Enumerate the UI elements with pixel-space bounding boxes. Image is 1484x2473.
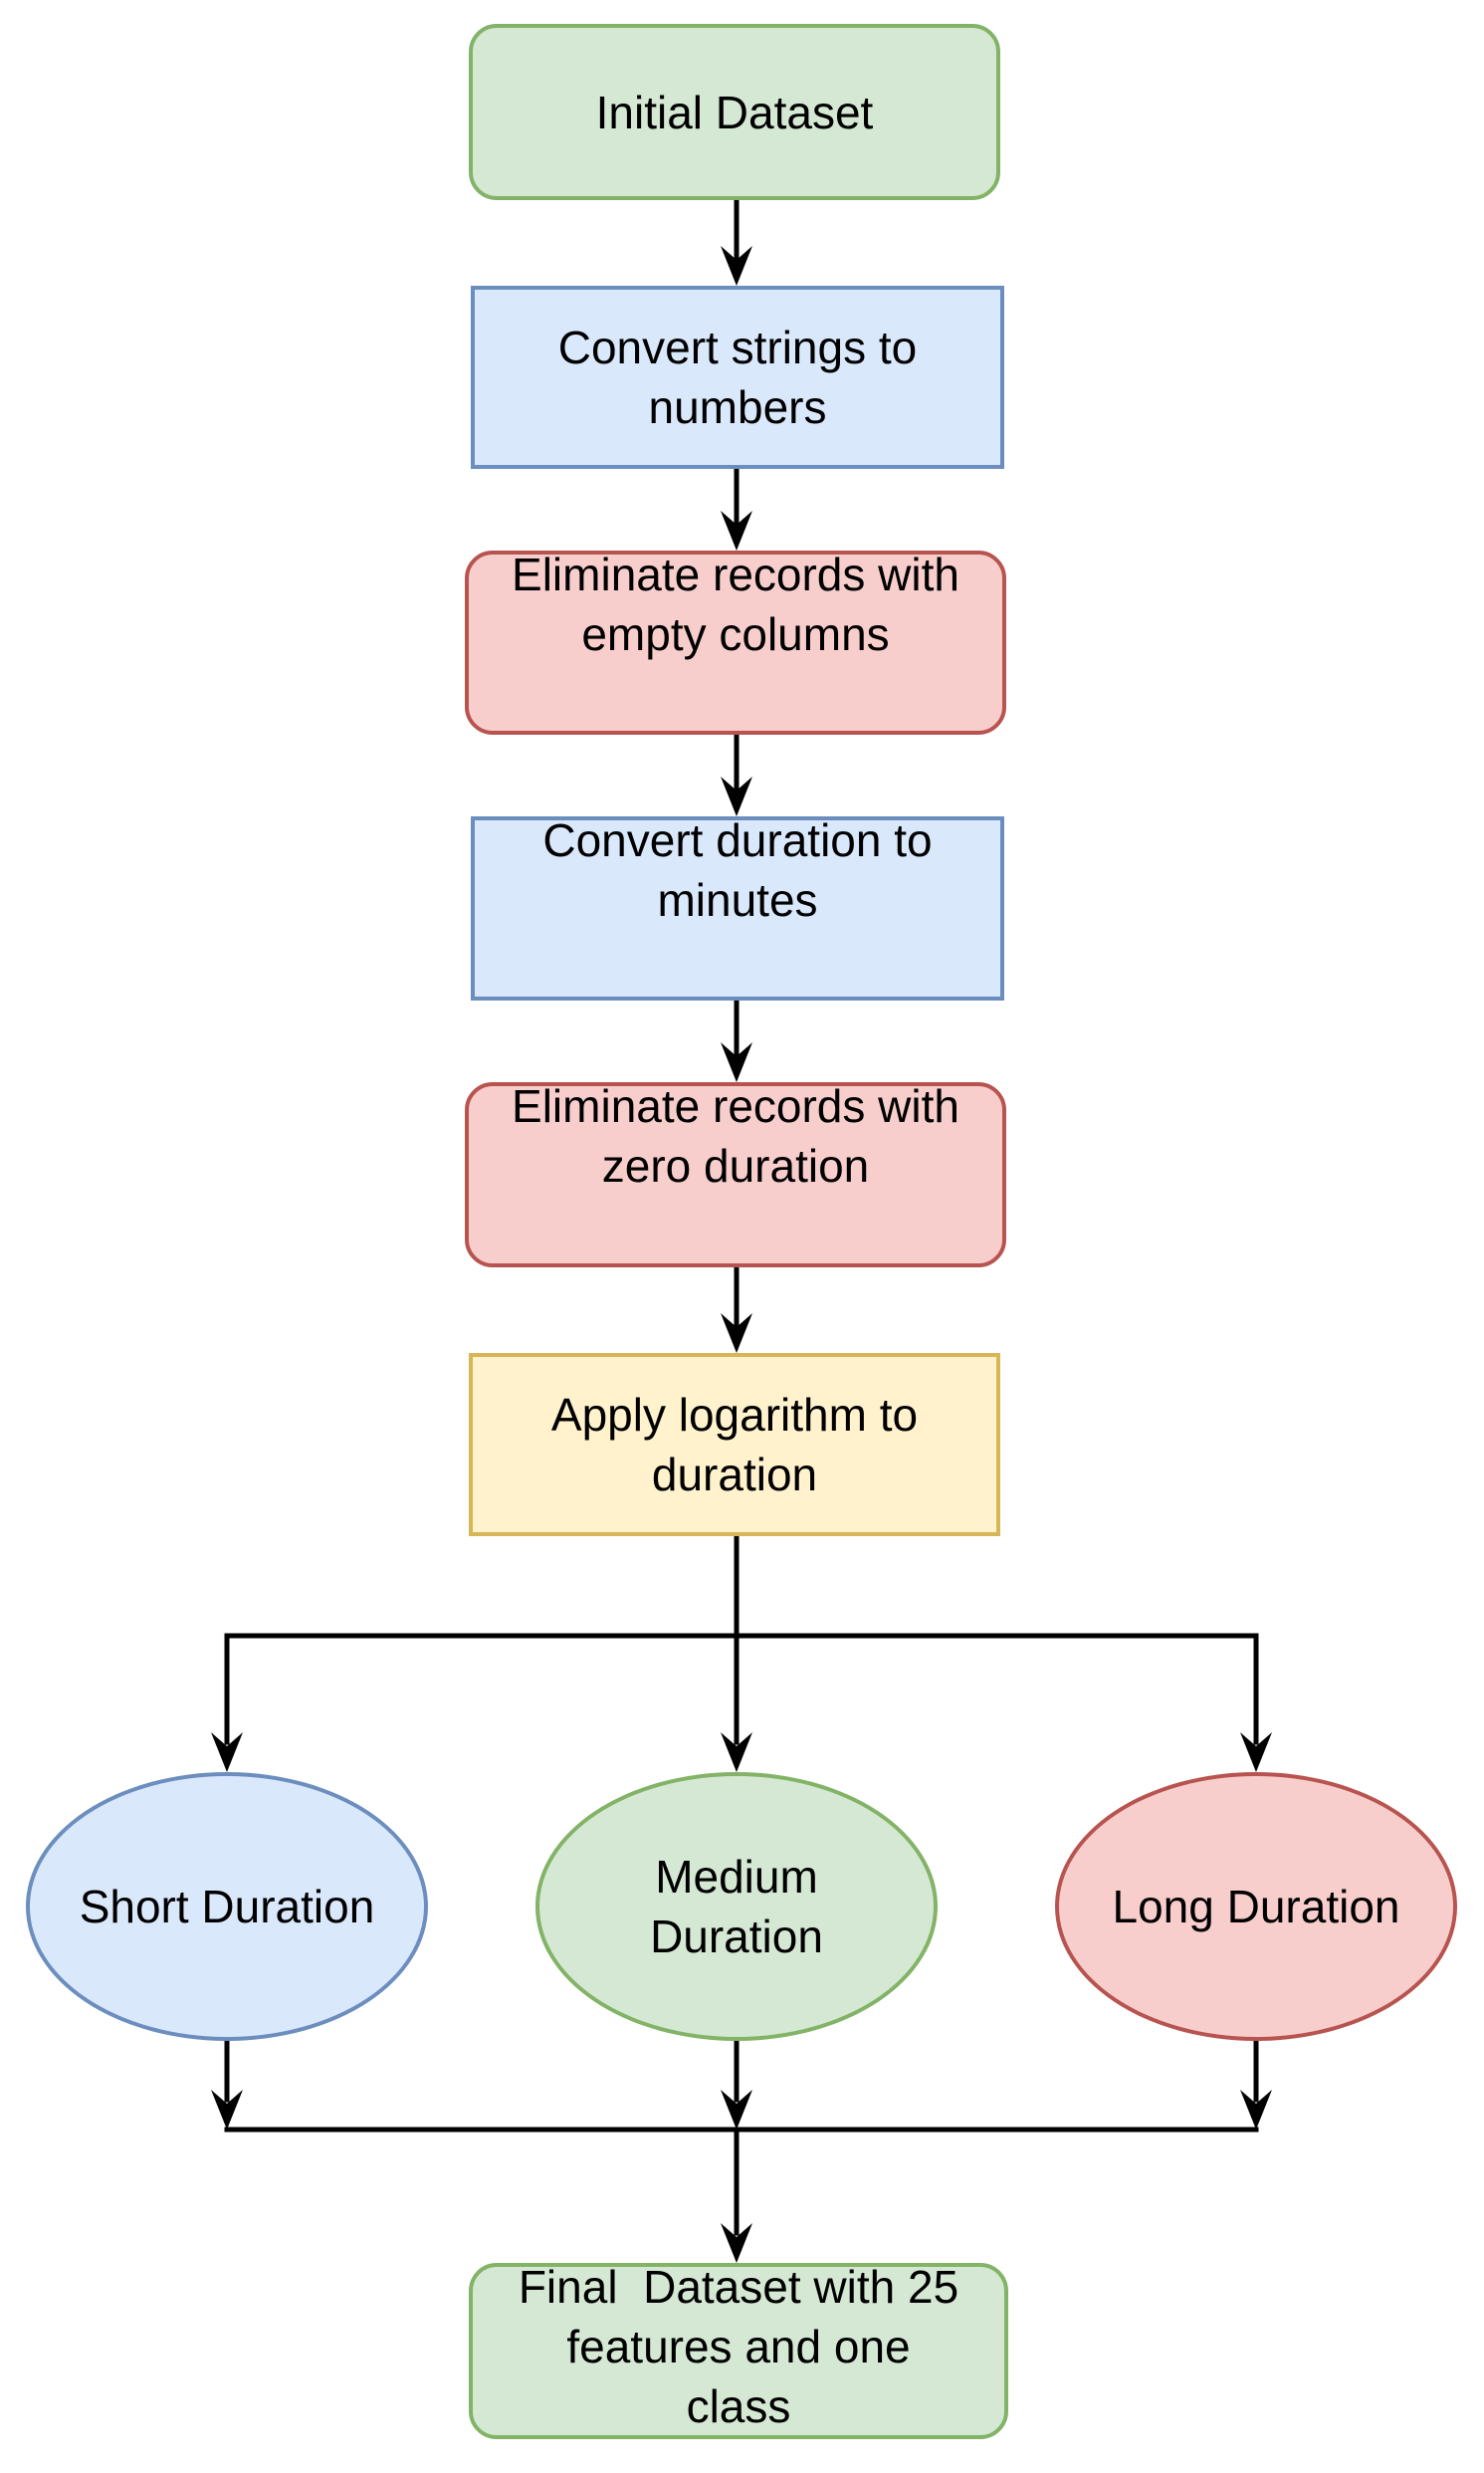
- node-initial-dataset: Initial Dataset: [469, 24, 1000, 200]
- edge-apply-logarithm-branch: [211, 1533, 1272, 1772]
- edge-initial-to-convert-strings: [721, 197, 752, 286]
- edge-eliminate-zero-to-apply-logarithm: [721, 1264, 752, 1353]
- node-eliminate-zero: Eliminate records with zero duration: [465, 1080, 1006, 1267]
- node-final-dataset: Final Dataset with 25 features and one c…: [469, 2261, 1008, 2439]
- edge-convert-strings-to-eliminate-empty: [721, 466, 752, 551]
- edge-eliminate-empty-to-convert-duration: [721, 732, 752, 816]
- edge-convert-duration-to-eliminate-zero: [721, 998, 752, 1082]
- node-convert-strings-label: Convert strings to numbers: [557, 322, 918, 433]
- node-medium-duration-label: Medium Duration: [650, 1851, 823, 1962]
- node-apply-logarithm: Apply logarithm to duration: [469, 1353, 1000, 1536]
- node-apply-logarithm-label: Apply logarithm to duration: [550, 1389, 919, 1500]
- node-convert-duration: Convert duration to minutes: [471, 814, 1004, 1001]
- node-long-duration: Long Duration: [1055, 1772, 1457, 2041]
- edge-merge-to-final: [211, 2038, 1272, 2263]
- node-medium-duration: Medium Duration: [535, 1772, 938, 2041]
- node-eliminate-empty-label: Eliminate records with empty columns: [512, 549, 959, 660]
- node-final-dataset-label: Final Dataset with 25 features and one c…: [518, 2261, 959, 2432]
- node-short-duration-label: Short Duration: [79, 1881, 375, 1932]
- node-convert-duration-label: Convert duration to minutes: [542, 814, 933, 926]
- node-long-duration-label: Long Duration: [1112, 1881, 1400, 1932]
- node-eliminate-empty: Eliminate records with empty columns: [465, 549, 1006, 735]
- node-initial-dataset-label: Initial Dataset: [595, 86, 874, 138]
- node-short-duration: Short Duration: [26, 1772, 428, 2041]
- node-convert-strings: Convert strings to numbers: [471, 286, 1004, 469]
- node-eliminate-zero-label: Eliminate records with zero duration: [512, 1080, 959, 1192]
